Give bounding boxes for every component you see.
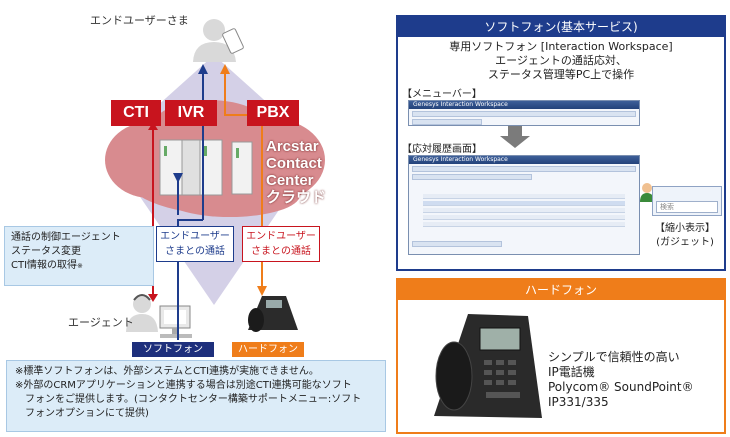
history-row [423,215,625,220]
cloud-title: Arcstar Contact Center クラウド [266,138,346,206]
toolbar-strip [412,119,482,125]
hardphone-tag: ハードフォン [232,342,304,357]
pbx-tag: PBX [247,100,299,126]
history-screenshot: Genesys Interaction Workspace [408,155,640,255]
cti-arrowhead-bottom [148,294,158,302]
softphone-header: ソフトフォン(基本サービス) [398,17,724,37]
history-row [423,208,625,213]
toolbar-strip [412,166,636,172]
history-row [423,194,625,199]
user-avatar-icon [640,183,654,202]
toolbar-strip [412,174,532,180]
history-row [423,201,625,206]
menubar-screenshot: Genesys Interaction Workspace [408,100,640,126]
cloud-title-line: Center [266,172,314,189]
desc-line: IP電話機 [548,365,595,379]
down-arrow-icon [500,126,530,148]
gadget-search-input[interactable]: 検索 [656,201,718,213]
info-line: 通話の制御エージェント [11,232,121,243]
softphone-arrowhead [198,64,208,74]
hardphone-call-label: エンドユーザー さまとの通話 [242,226,320,262]
agent-label: エージェント [68,316,134,329]
info-line-text: CTI情報の取得 [11,260,78,271]
cti-tag: CTI [111,100,161,126]
end-user-figure [193,19,244,62]
gadget-window: 検索 [652,186,722,216]
desc-line: エージェントの通話応対、 [495,54,627,67]
softphone-down-arrowhead [173,173,183,183]
window-title: Genesys Interaction Workspace [409,101,639,109]
history-label: 【応対履歴画面】 [402,144,482,155]
hardphone-description: シンプルで信頼性の高い IP電話機 Polycom® SoundPoint® I… [548,350,694,410]
softphone-call-label: エンドユーザー さまとの通話 [156,226,234,262]
small-ip-phone [248,296,298,332]
desc-line: IP331/335 [548,395,609,409]
cti-arrowhead-top [148,122,158,130]
note-line: フォンオプションにて提供) [15,408,149,419]
note-line: フォンをご提供します。(コンタクトセンター構築サポートメニュー:ソフト [15,394,362,405]
agent-figure [126,294,192,338]
notes-box: ※標準ソフトフォンは、外部システムとCTI連携が実施できません。 ※外部のCRM… [6,360,386,432]
desc-line: 専用ソフトフォン [Interaction Workspace] [449,40,673,53]
history-row [423,222,625,227]
footnote-mark: ※ [77,262,83,270]
window-title: Genesys Interaction Workspace [409,156,639,164]
call-label-line: エンドユーザー [160,231,230,242]
toolbar-strip [412,111,636,117]
gadget-label: 【縮小表示】 (ガジェット) [646,222,724,250]
softphone-tag: ソフトフォン [132,342,214,357]
hardphone-arrowhead-bottom [257,286,267,296]
call-label-line: エンドユーザー [246,231,316,242]
gadget-label-line: (ガジェット) [656,237,714,248]
note-line: ※標準ソフトフォンは、外部システムとCTI連携が実施できません。 [15,366,319,377]
info-line: ステータス変更 [11,246,81,257]
cloud-title-line: Arcstar [266,138,319,155]
gadget-label-line: 【縮小表示】 [655,223,715,234]
server-rack [159,139,253,196]
hardphone-panel: ハードフォン シンプルで信頼性の高い IP電話機 Polycom® SoundP… [396,278,726,434]
note-line: ※外部のCRMアプリケーションと連携する場合は別途CTI連携可能なソフト [15,380,352,391]
toolbar-strip [412,241,502,247]
desc-line: シンプルで信頼性の高い [548,350,680,364]
end-user-label: エンドユーザーさま [90,14,189,27]
desc-line: Polycom® SoundPoint® [548,380,694,394]
info-line: CTI情報の取得※ [11,259,147,273]
call-label-line: さまとの通話 [251,246,311,257]
hardphone-path [224,72,263,290]
call-label-line: さまとの通話 [165,246,225,257]
ip-phone-icon [434,314,542,418]
cloud-title-line: クラウド [266,189,327,206]
hardphone-header: ハードフォン [398,280,724,300]
menubar-label: 【メニューバー】 [402,89,482,100]
hardphone-arrowhead-top [220,64,230,74]
cloud-title-line: Contact [266,155,322,172]
ivr-tag: IVR [165,100,217,126]
cti-info-box: 通話の制御エージェント ステータス変更 CTI情報の取得※ [4,226,154,286]
desc-line: ステータス管理等PC上で操作 [487,68,635,81]
softphone-description: 専用ソフトフォン [Interaction Workspace] エージェントの… [398,40,724,82]
